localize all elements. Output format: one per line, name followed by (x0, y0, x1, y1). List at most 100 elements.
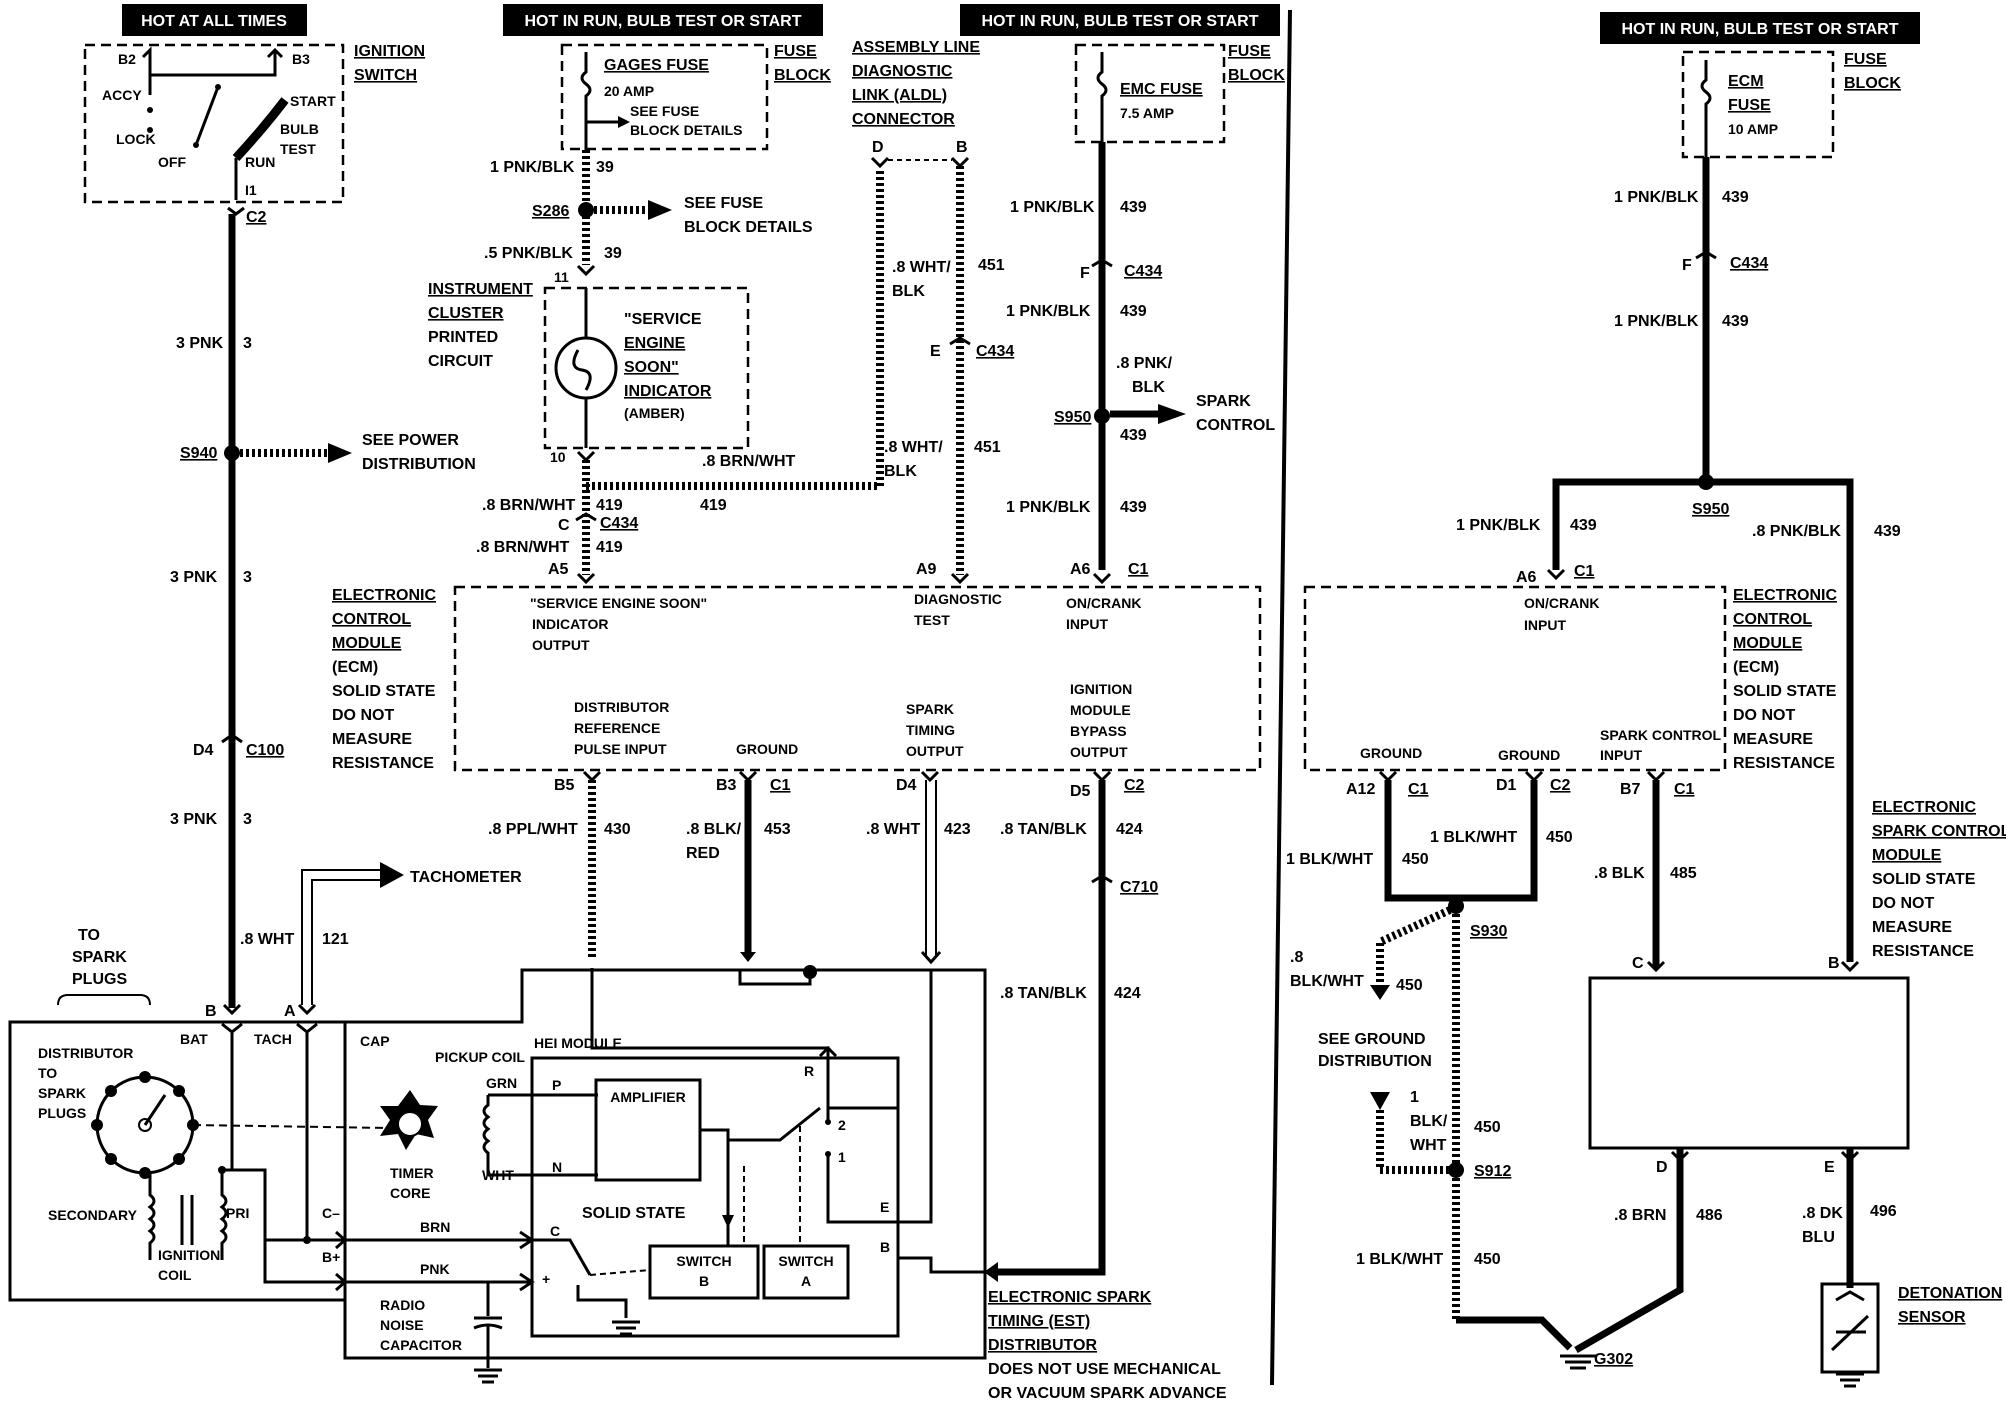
ecm-spk-2: TIMING (906, 722, 955, 738)
dist-pin-b: B (205, 1003, 217, 1020)
ecm-b3-conn (738, 770, 758, 783)
esc-t5: DO NOT (1872, 895, 1934, 912)
right-a12-conn (1378, 770, 1398, 783)
r-to-ecm (590, 968, 830, 1108)
circuit-39-2: 39 (604, 245, 622, 262)
b3-label: B3 (292, 51, 310, 67)
splice-s930 (1448, 898, 1464, 914)
s912-label: S912 (1474, 1163, 1511, 1180)
ecm-spk-3: OUTPUT (906, 743, 964, 759)
c434-connector-c (1091, 258, 1113, 268)
wire-label-3pnk-2: 3 PNK (170, 569, 218, 586)
ground-bracket (738, 970, 812, 986)
c434-connector-r (1695, 250, 1717, 260)
fuse-block-3b: BLOCK (1844, 75, 1901, 92)
tach-wire-inner (311, 879, 383, 1005)
spark-control-1: SPARK (1196, 393, 1251, 410)
ecm-pin-a9: A9 (916, 561, 937, 578)
header-hot-in-run-3 (1600, 12, 1920, 44)
ecm-t2: CONTROL (332, 611, 411, 628)
right-onc-1: ON/CRANK (1524, 595, 1599, 611)
circuit-439-e2: 439 (1120, 303, 1147, 320)
see-power-1: SEE POWER (362, 432, 459, 449)
ecm-c2: C2 (1124, 777, 1145, 794)
esc-t3: MODULE (1872, 847, 1942, 864)
det-sensor-top (1835, 1290, 1865, 1302)
right-c1-c: C1 (1674, 781, 1695, 798)
b-plus-label: B+ (322, 1249, 340, 1265)
wire-label-8tanblk-1: .8 TAN/BLK (1000, 821, 1087, 838)
b2-label: B2 (118, 51, 136, 67)
e-terminal-label: E (880, 1199, 889, 1215)
aldl-1: ASSEMBLY LINE (852, 39, 980, 56)
gages-fuse-box (560, 43, 769, 151)
circuit-121: 121 (322, 931, 349, 948)
fuse-block-1b: BLOCK (774, 67, 831, 84)
wire-label-8wht: .8 WHT (240, 931, 294, 948)
aldl-4: CONNECTOR (852, 111, 955, 128)
ecm-b5-conn (582, 770, 602, 783)
wire-label-8pnkblk: .8 PNK/ (1116, 355, 1173, 372)
wire-label-3pnk-3: 3 PNK (170, 811, 218, 828)
ecm-box-right (1303, 585, 1727, 772)
fuse-block-2a: FUSE (1228, 43, 1271, 60)
to-spark-1: TO (78, 927, 100, 944)
core-label: CORE (390, 1185, 430, 1201)
ecm-ign-3: BYPASS (1070, 723, 1127, 739)
gages-fuse-element (580, 52, 592, 150)
est-label-4: DOES NOT USE MECHANICAL (988, 1361, 1221, 1378)
radio-label-3: CAPACITOR (380, 1337, 462, 1353)
wire-450-from-ground (1376, 1110, 1460, 1174)
wire-label-8blkred: .8 BLK/ (686, 821, 742, 838)
c-terminal-label: C (550, 1223, 560, 1239)
ground-dist-arrow (1370, 985, 1390, 1000)
i1-label: I1 (245, 182, 257, 198)
wire-label-1pnkblk-e2: 1 PNK/BLK (1006, 303, 1091, 320)
esc-d-conn (1670, 1150, 1690, 1163)
pnk-label: PNK (420, 1261, 450, 1277)
esc-pin-c: C (1632, 955, 1644, 972)
wire-label-r7: .8 BLK (1594, 865, 1645, 882)
ses-5: (AMBER) (624, 405, 685, 421)
s286-arrow (648, 200, 672, 220)
switch-a-2: A (801, 1273, 811, 1289)
hei-module-box (530, 1056, 900, 1338)
dist-cap: CAP (360, 1033, 390, 1049)
ecm-t4: (ECM) (332, 659, 378, 676)
dist-pin-a: A (284, 1003, 296, 1020)
ecm-fuse-2: FUSE (1728, 97, 1771, 114)
g302-ground-symbol (1560, 1354, 1596, 1370)
wire-label-r9c: WHT (1410, 1137, 1447, 1154)
wire-label-r11: .8 BRN (1614, 1207, 1666, 1224)
ecm-d5-conn (1092, 770, 1112, 783)
ecm-pin-b5: B5 (554, 777, 575, 794)
esc-module-box (1588, 976, 1910, 1150)
see-power-2: DISTRIBUTION (362, 456, 476, 473)
est-label-1: ELECTRONIC SPARK (988, 1289, 1152, 1306)
esc-pin-b: B (1828, 955, 1840, 972)
esc-t6: MEASURE (1872, 919, 1952, 936)
circuit-424-2: 424 (1114, 985, 1141, 1002)
pri-label: PRI (226, 1205, 249, 1221)
pin-c-c434: C (558, 517, 570, 534)
circuit-419-3: 419 (596, 539, 623, 556)
s940-label: S940 (180, 445, 217, 462)
wire-419-aldl (586, 170, 884, 490)
ecm-ses-1: "SERVICE ENGINE SOON" (530, 595, 707, 611)
esc-pin-e: E (1824, 1159, 1835, 1176)
detonation-label-1: DETONATION (1898, 1285, 2002, 1302)
switch-c-lead (532, 1238, 592, 1276)
wire-label-8whtblk-2: .8 WHT/ (884, 439, 943, 456)
right-c2: C2 (1550, 777, 1571, 794)
e-to-ecm (898, 970, 933, 1224)
gages-fuse-tap-arrow (618, 116, 630, 128)
ecm-t7: MEASURE (332, 731, 412, 748)
cluster-4: CIRCUIT (428, 353, 493, 370)
right-sc-1: SPARK CONTROL (1600, 727, 1722, 743)
emc-fuse-amp: 7.5 AMP (1120, 105, 1174, 121)
right-c1-b: C1 (1408, 781, 1429, 798)
circuit-496: 496 (1870, 1203, 1897, 1220)
section-divider (1270, 9, 1292, 1386)
c434-label-c: C434 (1124, 263, 1162, 280)
